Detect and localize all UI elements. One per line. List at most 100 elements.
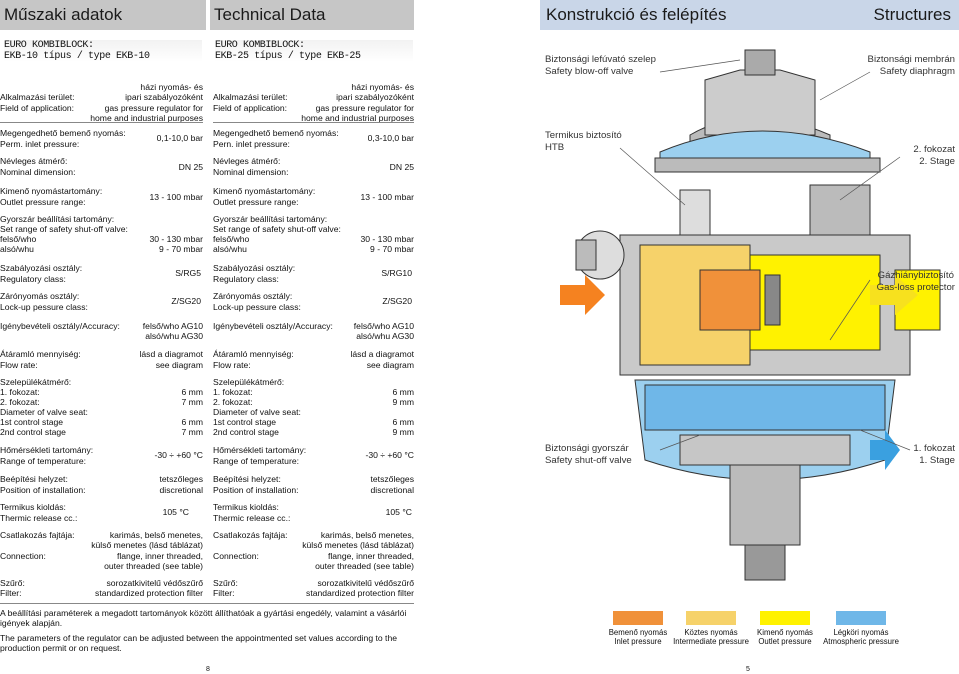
- col2-inlet-en: Pern. inlet pressure:: [213, 139, 290, 149]
- col2-reg-en: Regulatory class:: [213, 274, 279, 284]
- col2-pos-hu: Beépítési helyzet:: [213, 474, 281, 484]
- col2-pos-v1: tetszőleges: [370, 474, 414, 484]
- col2-seat-v4: 9 mm: [392, 427, 414, 437]
- col2-filt-v2: standardized protection filter: [306, 588, 414, 598]
- col2-conn-v4: outer threaded (see table): [315, 561, 414, 571]
- col2-flow-en: Flow rate:: [213, 360, 251, 370]
- col1-app-v4: home and industrial purposes: [90, 113, 203, 123]
- col1-therm-hu: Termikus kioldás:: [0, 502, 66, 512]
- diagram-labels-blowoff-hu: Biztonsági lefúvató szelep: [545, 54, 656, 65]
- col1-shut-hu: Gyorszár beállítási tartomány:: [0, 214, 115, 224]
- legend-1-en: Intermediate pressure: [673, 637, 749, 646]
- col2-filt-v1: sorozatkivitelű védőszűrő: [317, 578, 415, 588]
- col1-lock-v: Z/SG20: [171, 296, 201, 306]
- col2-lock-hu: Zárónyomás osztály:: [213, 291, 293, 301]
- col2-acc-l: Igénybevételi osztály/Accuracy:: [213, 321, 333, 331]
- col1-inlet-hu: Megengedhető bemenő nyomás:: [0, 128, 126, 138]
- legend-swatch: [836, 611, 886, 625]
- regulator-cross-section-diagram: [560, 49, 941, 581]
- col1-acc-v2: alsó/whu AG30: [145, 331, 203, 341]
- spec-application: Alkalmazási terület: Field of applicatio…: [0, 82, 203, 126]
- col2-acc-v2: alsó/whu AG30: [356, 331, 414, 341]
- legend-3-hu: Légköri nyomás: [833, 628, 889, 637]
- col1-app-v2: ipari szabályozóként: [125, 92, 203, 102]
- col2-flow-hu: Átáramló mennyiség:: [213, 349, 294, 359]
- col2-flow-v2: see diagram: [366, 360, 414, 370]
- col1-filt-v2: standardized protection filter: [95, 588, 203, 598]
- col1-conn-v1: karimás, belső menetes,: [109, 530, 203, 540]
- col1-therm-en: Thermic release cc.:: [0, 513, 78, 523]
- diagram-labels-stage1-hu: 1. fokozat: [913, 443, 955, 454]
- col2-pos-v2: discretional: [370, 485, 414, 495]
- col2-conn-en: Connection:: [213, 551, 259, 561]
- spec-column-ekb25: EURO KOMBIBLOCK: EKB-25 típus / type EKB…: [213, 38, 414, 603]
- col1-title2: EKB-10 típus / type EKB-10: [4, 51, 150, 62]
- col2-app-v3: gas pressure regulator for: [315, 103, 414, 113]
- diagram-labels-gasloss-en: Gas-loss protector: [876, 282, 955, 293]
- col1-conn-hu: Csatlakozás fajtája:: [0, 530, 75, 540]
- lower-diaphragm-housing: [634, 379, 896, 581]
- col1-temp-en: Range of temperature:: [0, 456, 86, 466]
- legend-swatch: [686, 611, 736, 625]
- diagram-labels-membrane-hu: Biztonsági membrán: [867, 54, 955, 65]
- col1-shut-en: Set range of safety shut-off valve:: [0, 224, 128, 234]
- col1-reg-en: Regulatory class:: [0, 274, 66, 284]
- col2-temp-hu: Hőmérsékleti tartomány:: [213, 445, 307, 455]
- col2-shut-hu: Gyorszár beállítási tartomány:: [213, 214, 328, 224]
- upper-diaphragm-housing: [654, 49, 881, 173]
- col1-title1: EURO KOMBIBLOCK:: [4, 40, 94, 51]
- col2-app-hu: Alkalmazási terület:: [213, 92, 288, 102]
- col1-seat-hu: Szelepülékátmérő:: [0, 377, 72, 387]
- col2-lock-en: Lock-up pessure class:: [213, 302, 301, 312]
- col2-app-en: Field of application:: [213, 103, 288, 113]
- col2-shut-up: felső/who: [213, 234, 250, 244]
- diagram-labels-stage1-en: 1. Stage: [919, 455, 955, 466]
- col2-reg-v: S/RG10: [381, 268, 412, 278]
- col2-seat-2en: 2nd control stage: [213, 427, 279, 437]
- thermal-fuse: [679, 184, 871, 236]
- col2-therm-en: Thermic release cc.:: [213, 513, 291, 523]
- col1-seat-1: 1. fokozat:: [0, 387, 40, 397]
- spec-column-ekb10: EURO KOMBIBLOCK: EKB-10 típus / type EKB…: [0, 38, 203, 603]
- col1-app-v1: házi nyomás- és: [140, 82, 203, 92]
- col1-out-v: 13 - 100 mbar: [149, 192, 203, 202]
- col1-seat-v2: 7 mm: [181, 397, 203, 407]
- model-title: EURO KOMBIBLOCK: EKB-25 típus / type EKB…: [215, 40, 413, 62]
- col2-conn-v2: külső menetes (lásd táblázat): [302, 540, 414, 550]
- col1-seat-2: 2. fokozat:: [0, 397, 40, 407]
- col1-filt-hu: Szűrő:: [0, 578, 25, 588]
- col1-flow-v1: lásd a diagramot: [139, 349, 203, 359]
- footnote-en: The parameters of the regulator can be a…: [0, 632, 397, 654]
- col1-dn-hu: Névleges átmérő:: [0, 156, 68, 166]
- col1-pos-hu: Beépítési helyzet:: [0, 474, 68, 484]
- col2-acc-v1: felső/who AG10: [353, 321, 414, 331]
- legend-3-en: Atmospheric pressure: [823, 637, 899, 646]
- col1-dn-en: Nominal dimension:: [0, 167, 76, 177]
- col1-conn-v4: outer threaded (see table): [104, 561, 203, 571]
- col1-inlet-en: Perm. inlet pressure:: [0, 139, 80, 149]
- col1-pos-v1: tetszőleges: [159, 474, 203, 484]
- page-number-right: 5: [746, 666, 750, 673]
- diagram-labels-shutoff-hu: Biztonsági gyorszár: [545, 443, 629, 454]
- header-structures-en: Structures: [873, 5, 951, 24]
- diagram-labels-shutoff-en: Safety shut-off valve: [545, 455, 632, 466]
- col1-app-en: Field of application:: [0, 103, 75, 113]
- legend-2-en: Outlet pressure: [758, 637, 812, 646]
- col2-pos-en: Position of installation:: [213, 485, 299, 495]
- col2-conn-hu: Csatlakozás fajtája:: [213, 530, 288, 540]
- col2-shut-lo-v: 9 - 70 mbar: [370, 244, 414, 254]
- col2-lock-v: Z/SG20: [382, 296, 412, 306]
- model-title: EURO KOMBIBLOCK: EKB-10 típus / type EKB…: [4, 40, 202, 62]
- col1-lock-hu: Zárónyomás osztály:: [0, 291, 80, 301]
- col2-seat-1: 1. fokozat:: [213, 387, 253, 397]
- col1-flow-en: Flow rate:: [0, 360, 38, 370]
- col1-pos-v2: discretional: [159, 485, 203, 495]
- col2-shut-lo: alsó/whu: [213, 244, 247, 254]
- valve-body: [575, 230, 911, 376]
- col1-seat-v3: 6 mm: [181, 417, 203, 427]
